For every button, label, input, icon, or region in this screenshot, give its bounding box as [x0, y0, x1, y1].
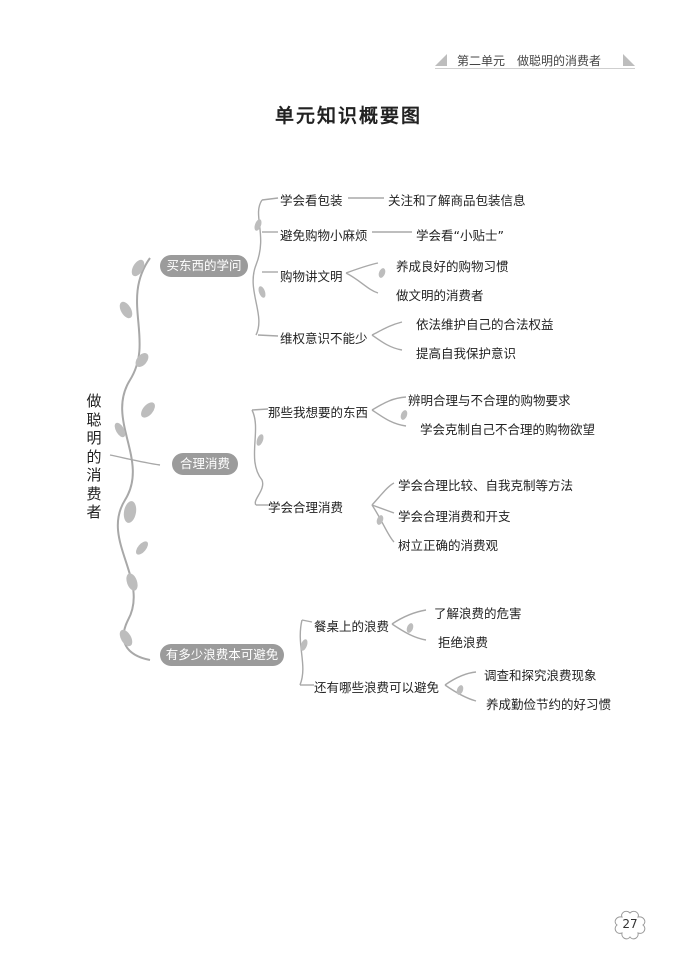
header-left-triangle	[435, 54, 447, 66]
header-right-triangle	[623, 54, 635, 66]
branch-buying-knowledge: 买东西的学问	[160, 255, 248, 277]
topic-things-i-want: 那些我想要的东西	[268, 405, 369, 420]
topic-civilized-shopping: 购物讲文明	[280, 269, 343, 284]
detail-protect-rights: 依法维护自己的合法权益	[416, 317, 554, 332]
topic-learn-rational: 学会合理消费	[268, 500, 344, 515]
branch-rational-consumption: 合理消费	[172, 453, 238, 475]
topic-avoid-trouble: 避免购物小麻烦	[280, 228, 368, 243]
detail-civilized-consumer: 做文明的消费者	[396, 288, 484, 303]
topic-table-waste: 餐桌上的浪费	[314, 619, 390, 634]
detail-investigate-waste: 调查和探究浪费现象	[484, 668, 597, 683]
topic-rights-awareness: 维权意识不能少	[280, 331, 368, 346]
header-text: 第二单元 做聪明的消费者	[457, 54, 602, 68]
detail-packaging-info: 关注和了解商品包装信息	[388, 193, 526, 208]
topic-other-waste: 还有哪些浪费可以避免	[314, 680, 440, 695]
detail-distinguish-requests: 辨明合理与不合理的购物要求	[408, 393, 571, 408]
detail-refuse-waste: 拒绝浪费	[438, 635, 489, 650]
topic-read-packaging: 学会看包装	[280, 193, 343, 208]
detail-waste-harm: 了解浪费的危害	[434, 606, 522, 621]
detail-compare-methods: 学会合理比较、自我克制等方法	[398, 478, 574, 493]
header-rule	[435, 68, 635, 69]
detail-self-protection: 提高自我保护意识	[416, 346, 517, 361]
root-node: 做聪明的消费者	[86, 392, 102, 521]
detail-restrain-desire: 学会克制自己不合理的购物欲望	[420, 422, 596, 437]
branch-avoidable-waste: 有多少浪费本可避免	[160, 644, 284, 666]
page-number-badge: 27	[612, 910, 648, 940]
detail-good-habits: 养成良好的购物习惯	[396, 259, 509, 274]
detail-consumption-view: 树立正确的消费观	[398, 538, 499, 553]
flower-badge-icon	[614, 910, 646, 940]
detail-thrift-habit: 养成勤俭节约的好习惯	[486, 697, 612, 712]
detail-rational-spending: 学会合理消费和开支	[398, 509, 511, 524]
page-number: 27	[622, 917, 638, 931]
running-header: 第二单元 做聪明的消费者	[435, 50, 635, 70]
page-title: 单元知识概要图	[274, 105, 422, 127]
detail-read-tips: 学会看“小贴士”	[416, 228, 504, 243]
